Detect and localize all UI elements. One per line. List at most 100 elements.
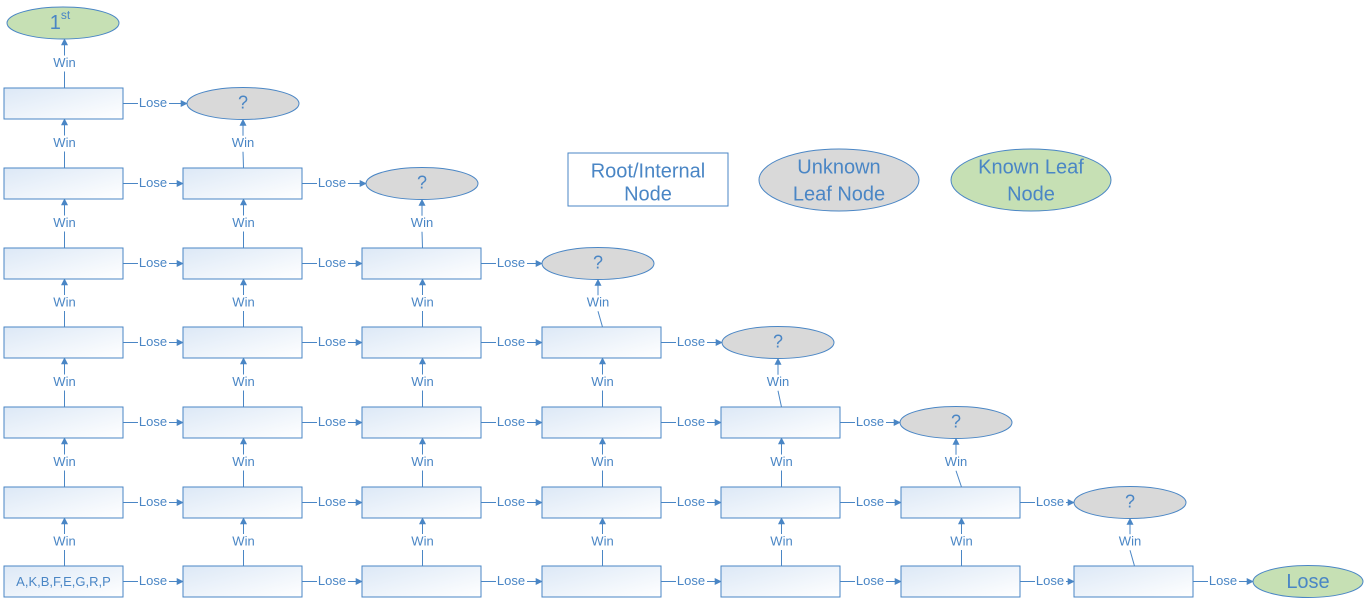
unknown-leaf-5	[1073, 486, 1187, 519]
win-edge-c1-r2-label: Win	[232, 215, 254, 230]
lose-edge-c0-r3-label: Lose	[139, 334, 167, 349]
internal-node-c4-r5	[720, 486, 841, 519]
internal-node-c5-r6	[900, 565, 1021, 598]
win-edge-to-unknown-5-line	[1129, 550, 1135, 567]
win-edge-c0-r4-label: Win	[53, 374, 75, 389]
internal-node-c0-r2	[3, 247, 124, 280]
unknown-leaf-0-label: ?	[238, 92, 248, 112]
internal-node-c0-r6	[3, 565, 124, 598]
win-edge-c1-r4-label: Win	[232, 374, 254, 389]
lose-edge-final-label: Lose	[1209, 573, 1237, 588]
unknown-leaf-4	[899, 406, 1013, 439]
internal-node-c2-r5	[361, 486, 482, 519]
internal-node-c5-r5	[900, 486, 1021, 519]
lose-edge-c4-r6-label: Lose	[856, 573, 884, 588]
unknown-leaf-2	[541, 247, 655, 280]
win-edge-to-unknown-0-line	[242, 151, 244, 169]
win-edge-to-unknown-1-line	[421, 231, 423, 249]
win-edge-c1-r5-label: Win	[232, 454, 254, 469]
internal-node-c0-r3	[3, 326, 124, 359]
lose-edge-c0-r5-label: Lose	[139, 494, 167, 509]
win-edge-to-unknown-3-label: Win	[767, 374, 789, 389]
legend-known-leaf-line1: Known Leaf	[978, 156, 1084, 178]
unknown-leaf-1	[365, 167, 479, 200]
lose-edge-c1-r4-label: Lose	[318, 414, 346, 429]
win-edge-c0-r3-label: Win	[53, 294, 75, 309]
win-edge-to-unknown-2-label: Win	[587, 295, 609, 310]
internal-node-c2-r6	[361, 565, 482, 598]
root-node-label: A,K,B,F,E,G,R,P	[16, 574, 111, 589]
win-edge-c2-r4-label: Win	[411, 374, 433, 389]
win-edge-c3-r6-label: Win	[591, 533, 613, 548]
legend: Root/Internal Node Unknown Leaf Node Kno…	[567, 148, 1112, 212]
unknown-leaf-3	[721, 326, 835, 359]
lose-edge-to-unknown-2-label: Lose	[497, 255, 525, 270]
lose-edge-to-unknown-0-label: Lose	[139, 95, 167, 110]
lose-edge-to-unknown-1-label: Lose	[318, 175, 346, 190]
final-lose-label: Lose	[1286, 571, 1329, 593]
lose-edge-c3-r4-label: Lose	[677, 414, 705, 429]
win-edge-to-unknown-3-line	[777, 390, 782, 408]
lose-edge-c4-r5-label: Lose	[856, 494, 884, 509]
internal-node-c1-r5	[182, 486, 303, 519]
lose-edge-to-unknown-4-label: Lose	[856, 414, 884, 429]
internal-node-c1-r1	[182, 167, 303, 200]
lose-edge-c2-r4-label: Lose	[497, 414, 525, 429]
lose-edge-c1-r3-label: Lose	[318, 334, 346, 349]
win-edge-c1-r3-label: Win	[232, 294, 254, 309]
legend-known-leaf-line2: Node	[1007, 183, 1055, 205]
win-edge-to-unknown-4-label: Win	[945, 454, 967, 469]
internal-node-c2-r3	[361, 326, 482, 359]
lose-edge-c0-r6-label: Lose	[139, 573, 167, 588]
lose-edge-c3-r6-label: Lose	[677, 573, 705, 588]
internal-node-c1-r3	[182, 326, 303, 359]
legend-unknown-leaf-swatch	[758, 148, 920, 212]
internal-node-c3-r6	[541, 565, 662, 598]
win-edge-to-unknown-2-line	[597, 311, 603, 328]
internal-node-c6-r6	[1073, 565, 1194, 598]
win-edge-c3-r4-label: Win	[591, 374, 613, 389]
win-edge-c2-r3-label: Win	[411, 294, 433, 309]
internal-node-c3-r5	[541, 486, 662, 519]
first-place-leaf	[6, 6, 120, 40]
lose-edge-c3-r5-label: Lose	[677, 494, 705, 509]
win-edge-c5-r6-label: Win	[950, 533, 972, 548]
lose-edge-c1-r6-label: Lose	[318, 573, 346, 588]
win-edge-to-unknown-0-label: Win	[232, 135, 254, 150]
first-place-suffix: st	[61, 8, 71, 22]
legend-unknown-leaf-line1: Unknown	[797, 156, 880, 178]
internal-node-c4-r4	[720, 406, 841, 439]
win-edge-to-first-label: Win	[53, 55, 75, 70]
win-edge-c0-r6-label: Win	[53, 533, 75, 548]
win-edge-c4-r5-label: Win	[770, 454, 792, 469]
internal-node-c2-r2	[361, 247, 482, 280]
win-edge-to-unknown-1-label: Win	[411, 215, 433, 230]
legend-internal-node-line2: Node	[624, 183, 672, 205]
unknown-leaf-4-label: ?	[951, 411, 961, 431]
internal-node-c2-r4	[361, 406, 482, 439]
legend-known-leaf-swatch	[950, 148, 1112, 212]
legend-unknown-leaf-line2: Leaf Node	[793, 183, 885, 205]
win-edge-c0-r1-label: Win	[53, 135, 75, 150]
win-edge-c0-r2-label: Win	[53, 215, 75, 230]
internal-node-c3-r3	[541, 326, 662, 359]
internal-node-c1-r2	[182, 247, 303, 280]
internal-node-c0-r1	[3, 167, 124, 200]
unknown-leaf-0	[186, 87, 300, 120]
internal-node-c3-r4	[541, 406, 662, 439]
internal-node-c0-r0	[3, 87, 124, 120]
win-edge-to-unknown-4-line	[955, 470, 962, 488]
lose-edge-c2-r5-label: Lose	[497, 494, 525, 509]
lose-edge-c1-r5-label: Lose	[318, 494, 346, 509]
win-edge-c2-r6-label: Win	[411, 533, 433, 548]
legend-internal-node-swatch	[567, 152, 729, 207]
lose-edge-c2-r3-label: Lose	[497, 334, 525, 349]
unknown-leaf-5-label: ?	[1125, 491, 1135, 511]
internal-node-c4-r6	[720, 565, 841, 598]
lose-edge-to-unknown-5-label: Lose	[1036, 494, 1064, 509]
edges-layer: WinWinWinWinWinWinWinWinWinWinWinWinWinW…	[53, 38, 1254, 588]
internal-node-c0-r5	[3, 486, 124, 519]
first-place-label: 1st	[50, 8, 71, 34]
